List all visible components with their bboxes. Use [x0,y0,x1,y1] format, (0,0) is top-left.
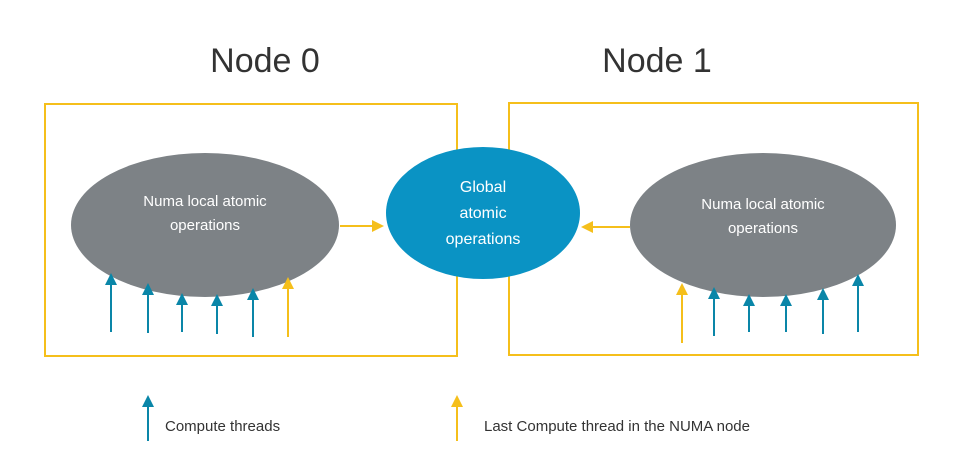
legend-last-compute-thread-label: Last Compute thread in the NUMA node [484,418,750,435]
compute-thread-arrow-icon [817,288,829,334]
flow-arrow-node1-to-global-icon [581,221,630,233]
global-atomics-ellipse [386,147,580,279]
legend-compute-thread-icon [142,395,154,441]
node-1-threads [676,274,864,343]
compute-thread-arrow-icon [211,294,223,334]
node-1-local-atomics-label-line2: operations [728,220,798,237]
global-atomics-label-line3: operations [446,231,521,248]
node-1-title: Node 1 [602,42,712,80]
legend: Compute threads Last Compute thread in t… [142,395,750,441]
compute-thread-arrow-icon [105,273,117,332]
compute-thread-arrow-icon [247,288,259,337]
global-atomics-label-line2: atomic [459,205,506,222]
flow-arrow-node0-to-global-icon [340,220,384,232]
compute-thread-arrow-icon [852,274,864,332]
compute-thread-arrow-icon [708,287,720,336]
global-atomics-label-line1: Global [460,179,506,196]
last-compute-thread-arrow-icon [282,277,294,337]
legend-last-compute-thread-icon [451,395,463,441]
legend-compute-threads-label: Compute threads [165,418,280,435]
node-1-local-atomics-label-line1: Numa local atomic [701,196,825,213]
compute-thread-arrow-icon [780,294,792,332]
compute-thread-arrow-icon [743,294,755,332]
node-0-title: Node 0 [210,42,320,80]
node-0-local-atomics-label-line1: Numa local atomic [143,193,267,210]
compute-thread-arrow-icon [176,293,188,332]
node-0-local-atomics-ellipse [71,153,339,297]
compute-thread-arrow-icon [142,283,154,333]
node-1-local-atomics-ellipse [630,153,896,297]
node-0-local-atomics-label-line2: operations [170,217,240,234]
node-0-threads [105,273,294,337]
last-compute-thread-arrow-icon [676,283,688,343]
